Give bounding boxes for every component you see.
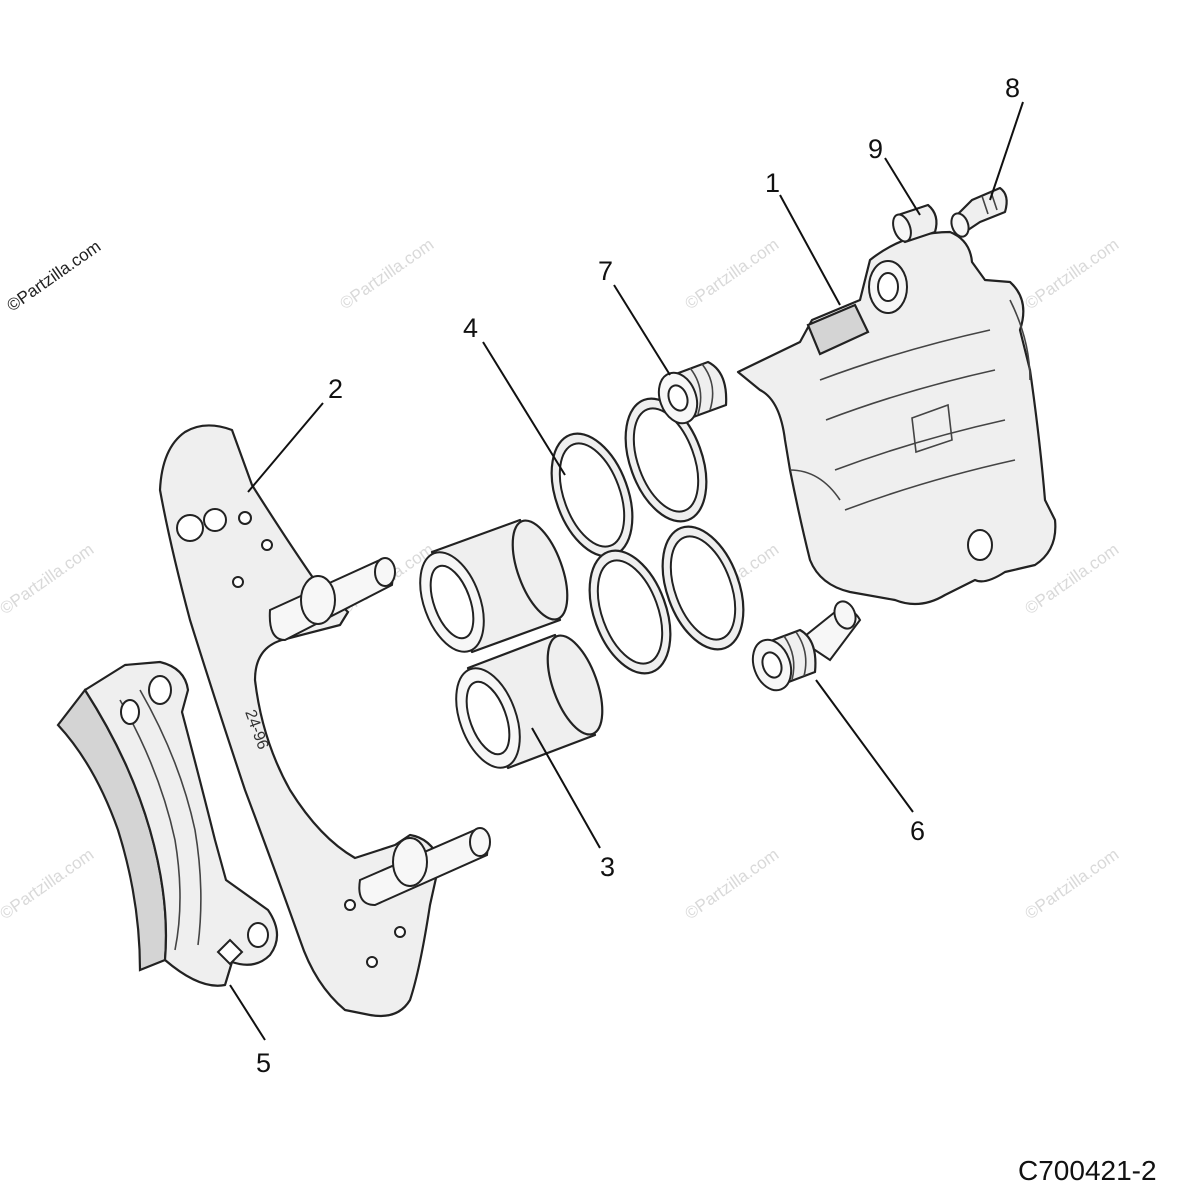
watermark: ©Partzilla.com (1021, 235, 1122, 314)
guide-pin-and-boot (751, 600, 862, 692)
leader-line-4 (482, 341, 566, 476)
leader-line-9 (884, 157, 921, 216)
leader-lines (229, 101, 1024, 1041)
leader-line-7 (613, 284, 671, 376)
brake-pad-assembly (56, 660, 279, 987)
boot-upper (657, 360, 728, 425)
figure-id: C700421-2 (1018, 1155, 1157, 1186)
callouts: 1 2 3 4 5 6 7 8 9 (256, 73, 1020, 1078)
callout-4: 4 (463, 313, 478, 343)
callout-3: 3 (600, 852, 615, 882)
piston-seals (550, 397, 745, 675)
caliper-bracket: 24-96 (158, 424, 491, 1018)
leader-line-5 (229, 984, 266, 1041)
callout-9: 9 (868, 134, 883, 164)
caliper-body (736, 230, 1057, 606)
bleeder-cap (892, 203, 938, 244)
watermark: ©Partzilla.com (336, 235, 437, 314)
piston-upper (419, 518, 569, 654)
callout-2: 2 (328, 374, 343, 404)
watermark-main: ©Partzilla.com (3, 237, 104, 316)
leader-line-3 (531, 727, 601, 849)
leader-line-1 (779, 194, 841, 306)
callout-6: 6 (910, 816, 925, 846)
piston-lower (455, 633, 604, 770)
callout-8: 8 (1005, 73, 1020, 103)
leader-line-2 (247, 402, 324, 493)
callout-1: 1 (765, 168, 780, 198)
watermark: ©Partzilla.com (681, 235, 782, 314)
leader-line-8 (989, 101, 1024, 201)
callout-5: 5 (256, 1048, 271, 1078)
watermark: ©Partzilla.com (0, 845, 97, 924)
bleeder-screw (950, 186, 1008, 238)
watermark: ©Partzilla.com (0, 540, 97, 619)
watermark: ©Partzilla.com (681, 845, 782, 924)
callout-7: 7 (598, 256, 613, 286)
leader-line-6 (815, 679, 914, 813)
watermark: ©Partzilla.com (1021, 845, 1122, 924)
